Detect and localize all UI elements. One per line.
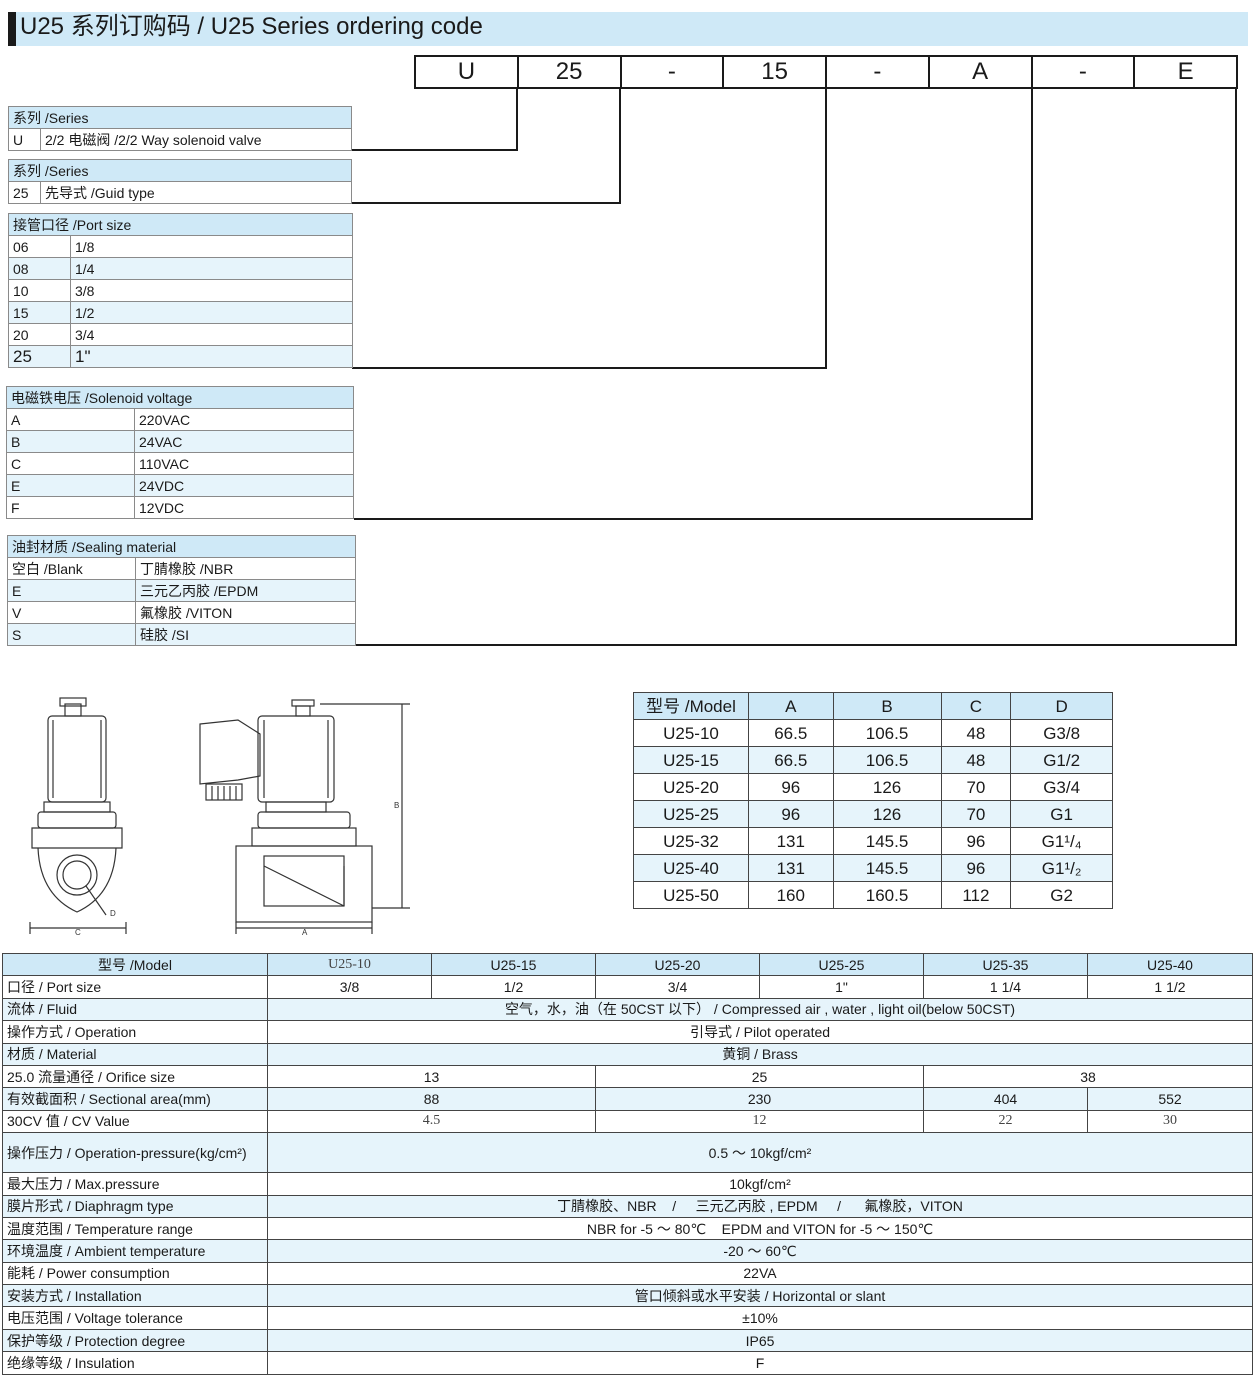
spec-temperature-row: 温度范围 / Temperature range NBR for -5 ～ 80… bbox=[2, 1216, 1253, 1241]
connector-port bbox=[352, 89, 827, 369]
front-view bbox=[29, 697, 127, 934]
title-bar bbox=[8, 12, 1248, 46]
specifications-table: 型号 /Model U25-10 U25-15 U25-20 U25-25 U2… bbox=[2, 952, 1253, 1375]
spec-model-row: 型号 /Model U25-10 U25-15 U25-20 U25-25 U2… bbox=[2, 952, 1253, 977]
seal-header: 油封材质 /Sealing material bbox=[7, 535, 356, 558]
connector-lines bbox=[351, 89, 1237, 646]
code-series: U bbox=[416, 57, 519, 87]
connector-series bbox=[351, 89, 518, 151]
type-header: 系列 /Series bbox=[8, 159, 352, 182]
spec-fluid-row: 流体 / Fluid 空气，水，油（在 50CST 以下） / Compress… bbox=[2, 997, 1253, 1022]
code-dash: - bbox=[827, 57, 930, 87]
spec-power-row: 能耗 / Power consumption 22VA bbox=[2, 1261, 1253, 1286]
spec-insulation-row: 绝缘等级 / Insulation F bbox=[2, 1351, 1253, 1375]
spec-protection-row: 保护等级 / Protection degree IP65 bbox=[2, 1328, 1253, 1353]
spec-area-row: 有效截面积 / Sectional area(mm) 88 230 404 55… bbox=[2, 1087, 1253, 1111]
page-title: U25 系列订购码 / U25 Series ordering code bbox=[20, 13, 483, 40]
spec-orifice-row: 25.0 流量通径 / Orifice size 13 25 38 bbox=[2, 1064, 1253, 1089]
spec-installation-row: 安装方式 / Installation 管口倾斜或水平安装 / Horizont… bbox=[2, 1284, 1253, 1308]
table-row: 25 先导式 /Guid type bbox=[8, 181, 352, 204]
code-seal: E bbox=[1177, 58, 1194, 85]
dim-label-b: B bbox=[394, 801, 399, 810]
series-header: 系列 /Series bbox=[8, 106, 352, 129]
spec-diaphragm-row: 膜片形式 / Diaphragm type 丁腈橡胶、NBR / 三元乙丙胶 ,… bbox=[2, 1194, 1253, 1218]
code-port: 15 bbox=[724, 57, 827, 87]
order-code: U 25 - 15 - A - E bbox=[414, 55, 1238, 89]
spec-port-row: 口径 / Port size 3/8 1/2 3/4 1" 1 1/4 1 1/… bbox=[2, 975, 1253, 999]
port-header: 接管口径 /Port size bbox=[8, 213, 353, 236]
spec-ambient-row: 环境温度 / Ambient temperature -20 ～ 60℃ bbox=[2, 1239, 1253, 1263]
spec-voltage-row: 电压范围 / Voltage tolerance ±10% bbox=[2, 1306, 1253, 1330]
connector-seal bbox=[356, 89, 1237, 646]
type-table: 系列 /Series 25 先导式 /Guid type bbox=[8, 159, 352, 204]
code-dash: - bbox=[1033, 57, 1136, 87]
spec-pressure-row: 操作压力 / Operation-pressure(kg/cm²) 0.5 ～ … bbox=[2, 1132, 1253, 1174]
table-row: U 2/2 电磁阀 /2/2 Way solenoid valve bbox=[8, 128, 352, 151]
dim-label-c: C bbox=[75, 928, 81, 937]
connector-voltage bbox=[354, 89, 1033, 520]
code-type: 25 bbox=[519, 57, 622, 87]
side-view bbox=[199, 699, 410, 934]
dim-label-d: D bbox=[110, 909, 116, 918]
dim-label-a: A bbox=[302, 928, 308, 937]
valve-drawing: B D C A bbox=[29, 697, 410, 937]
title-accent bbox=[8, 12, 16, 46]
spec-cv-row: 30CV 值 / CV Value 4.5 12 22 30 bbox=[2, 1109, 1253, 1134]
spec-maxpressure-row: 最大压力 / Max.pressure 10kgf/cm² bbox=[2, 1172, 1253, 1196]
voltage-header: 电磁铁电压 /Solenoid voltage bbox=[6, 386, 354, 409]
code-dash: - bbox=[622, 57, 725, 87]
series-table: 系列 /Series U 2/2 电磁阀 /2/2 Way solenoid v… bbox=[8, 106, 352, 151]
spec-material-row: 材质 / Material 黄铜 / Brass bbox=[2, 1042, 1253, 1066]
code-voltage: A bbox=[930, 57, 1033, 87]
connector-type bbox=[351, 89, 621, 204]
spec-operation-row: 操作方式 / Operation 引导式 / Pilot operated bbox=[2, 1020, 1253, 1044]
